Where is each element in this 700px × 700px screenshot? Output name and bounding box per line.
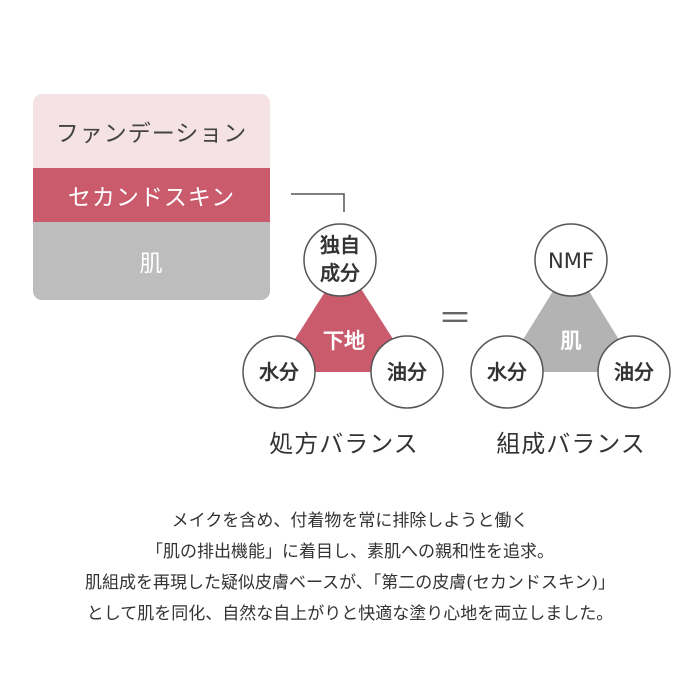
left-center-label: 下地	[323, 329, 365, 353]
description-line-3: 肌組成を再現した疑似皮膚ベースが、「第二の皮膚(セカンドスキン)」	[84, 573, 616, 593]
left-top-label-1: 独自	[320, 233, 360, 257]
skin-layer-stack: ファンデーション セカンドスキン 肌	[33, 94, 270, 300]
layer-second-skin: セカンドスキン	[33, 168, 270, 222]
left-left-label: 水分	[259, 360, 299, 384]
left-left-circle	[242, 335, 316, 409]
description-line-1: メイクを含め、付着物を常に排除しようと働く	[171, 511, 529, 531]
layer-skin: 肌	[33, 222, 270, 300]
right-center-label: 肌	[561, 329, 582, 353]
description-line-2: 「肌の排出機能」に着目し、素肌への親和性を追求。	[146, 542, 554, 562]
left-right-label: 油分	[387, 360, 427, 384]
right-top-label: NMF	[548, 249, 594, 273]
right-right-label: 油分	[614, 360, 654, 384]
left-top-circle	[303, 223, 377, 297]
left-balance-caption: 処方バランス	[269, 430, 419, 458]
right-left-label: 水分	[487, 360, 527, 384]
right-top-circle	[534, 223, 608, 297]
left-triangle	[274, 262, 414, 372]
right-triangle	[503, 262, 639, 372]
layer-foundation: ファンデーション	[33, 94, 270, 168]
equals-sign: ＝	[438, 299, 472, 339]
left-right-circle	[370, 335, 444, 409]
connector-line	[291, 193, 345, 212]
right-balance-caption: 組成バランス	[496, 430, 646, 458]
description-line-4: として肌を同化、自然な自上がりと快適な塗り心地を両立しました。	[86, 604, 614, 624]
description-text: メイクを含め、付着物を常に排除しようと働く 「肌の排出機能」に着目し、素肌への親…	[0, 506, 700, 630]
left-top-label-2: 成分	[320, 261, 360, 285]
right-right-circle	[597, 335, 671, 409]
right-left-circle	[470, 335, 544, 409]
